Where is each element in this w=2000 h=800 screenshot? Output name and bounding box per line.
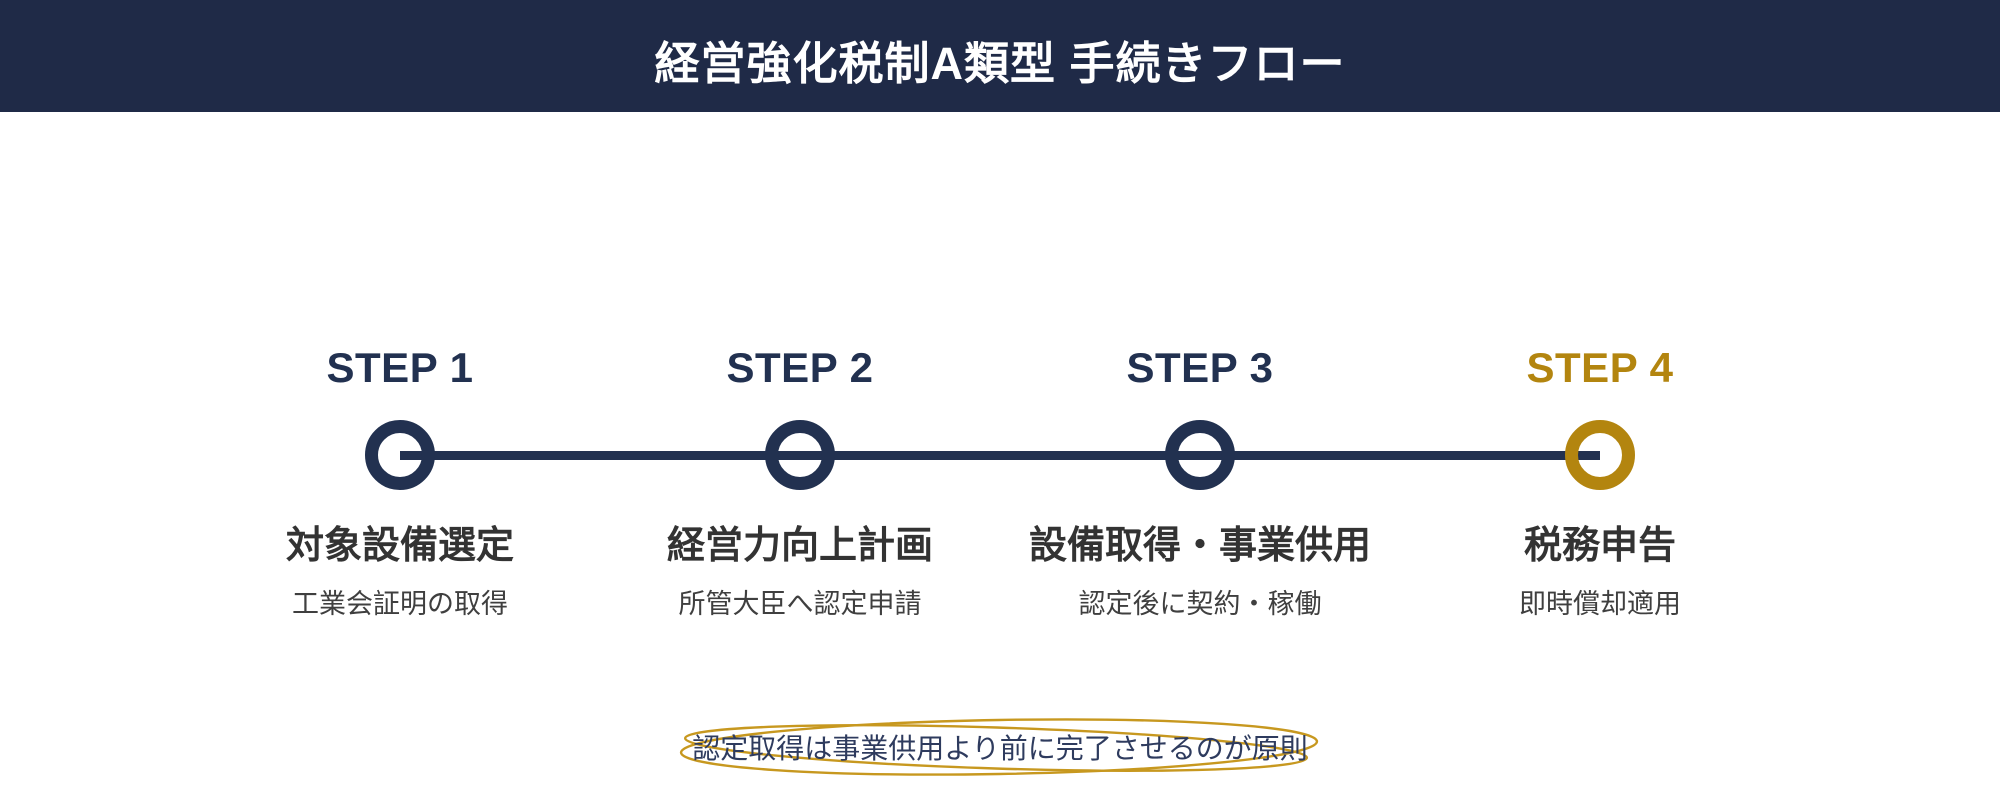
- ellipse-stroke-inner: [683, 724, 1309, 772]
- step-3-label: STEP 3: [1126, 344, 1274, 391]
- step-3-title: 設備取得・事業供用: [1028, 525, 1371, 567]
- step-3-subtitle: 認定後に契約・稼働: [1078, 589, 1322, 619]
- step-2-title: 経営力向上計画: [666, 525, 933, 567]
- step-2-subtitle: 所管大臣へ認定申請: [678, 589, 922, 619]
- step-3-circle-marker: [1165, 420, 1235, 490]
- timeline-connector-line: [400, 451, 1600, 460]
- step-1-subtitle: 工業会証明の取得: [292, 589, 508, 619]
- header-bar: 経営強化税制A類型 手続きフロー: [0, 0, 2000, 112]
- step-4: STEP 4 税務申告 即時償却適用: [1400, 0, 1800, 800]
- ellipse-stroke-outer: [679, 718, 1319, 776]
- step-2-label: STEP 2: [726, 344, 874, 391]
- step-2-circle-marker: [765, 420, 835, 490]
- step-4-title: 税務申告: [1523, 525, 1676, 567]
- step-1-title: 対象設備選定: [285, 525, 514, 567]
- step-4-subtitle: 即時償却適用: [1519, 589, 1681, 619]
- step-2: STEP 2 経営力向上計画 所管大臣へ認定申請: [600, 0, 1000, 800]
- step-3: STEP 3 設備取得・事業供用 認定後に契約・稼働: [1000, 0, 1400, 800]
- hand-drawn-ellipse-icon: [679, 718, 1319, 776]
- key-note: 認定取得は事業供用より前に完了させるのが原則: [645, 708, 1355, 788]
- step-1-circle-marker: [365, 420, 435, 490]
- key-note-text: 認定取得は事業供用より前に完了させるのが原則: [692, 733, 1308, 764]
- step-4-circle-marker: [1565, 420, 1635, 490]
- step-1: STEP 1 対象設備選定 工業会証明の取得: [200, 0, 600, 800]
- step-4-label: STEP 4: [1526, 344, 1674, 391]
- step-1-label: STEP 1: [326, 344, 474, 391]
- page-title: 経営強化税制A類型 手続きフロー: [654, 37, 1346, 89]
